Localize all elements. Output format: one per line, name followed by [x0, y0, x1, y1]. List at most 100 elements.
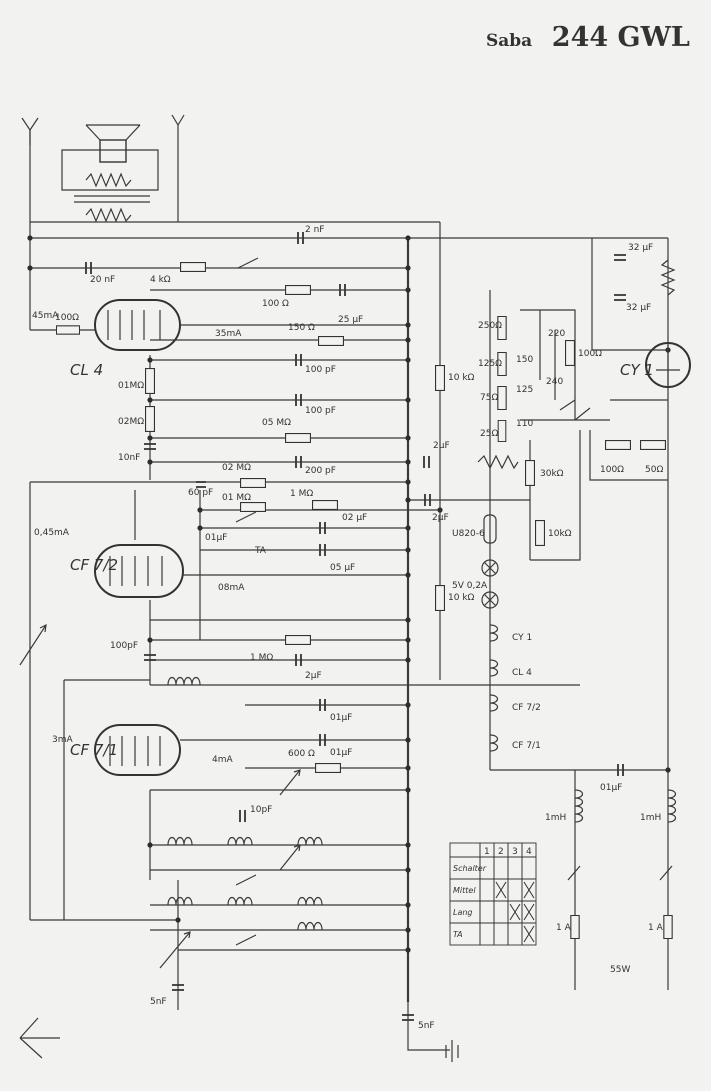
antenna-top-right: [171, 114, 185, 126]
label-power: 55W: [610, 965, 630, 975]
tube-cl4: [94, 299, 181, 351]
switch-table-row-label: Lang: [453, 908, 473, 917]
switch-table-column-4: 4: [526, 847, 532, 857]
resistors: [56, 262, 673, 939]
label-c-5nf-a: 5nF: [150, 997, 167, 1007]
label-r-125ohm: 125Ω: [478, 359, 502, 369]
label-l-1mh-b: 1mH: [640, 813, 661, 823]
label-cur-35ma: 35mA: [215, 329, 242, 339]
component-labels: 20 nF 2 nF 4 kΩ 100Ω 45mA 35mA 100 Ω 150…: [32, 225, 664, 1031]
tube-cf7-1: [94, 724, 181, 776]
switch-table-column-2: 2: [498, 847, 504, 857]
antenna-bottom: [19, 1017, 60, 1059]
capacitors: [85, 232, 626, 1021]
label-r-05mohm: 05 MΩ: [262, 418, 291, 428]
label-cur-08ma: 08mA: [218, 583, 245, 593]
output-transformer: [74, 172, 150, 223]
wiring: [29, 125, 669, 1051]
label-r-100ohm-grid: 100Ω: [55, 313, 79, 323]
label-heater-cy1: CY 1: [512, 633, 532, 643]
label-r-02mohm: 02MΩ: [118, 417, 144, 427]
label-r-75ohm: 75Ω: [480, 393, 498, 403]
label-r-600ohm: 600 Ω: [288, 749, 315, 759]
label-c-100pf-b: 100 pF: [305, 406, 336, 416]
label-c-01uf-b: 01µF: [330, 713, 352, 723]
switches: [235, 257, 673, 946]
tube-cy1: [645, 342, 691, 388]
label-fuse-1a-b: 1 A: [648, 923, 664, 933]
label-r-110: 110: [516, 419, 533, 429]
label-l-1mh-a: 1mH: [545, 813, 566, 823]
title-brand: Saba: [486, 31, 533, 51]
label-c-2uf-b: 2µF: [432, 513, 449, 523]
label-cur-4ma: 4mA: [212, 755, 233, 765]
label-r-1mohm-a: 1 MΩ: [290, 489, 313, 499]
label-lamp-v: 5V 0,2A: [452, 581, 488, 591]
label-c-05uf: 05 µF: [330, 563, 355, 573]
label-ta-a: TA: [254, 546, 267, 556]
label-r-01mohm-b: 01 MΩ: [222, 493, 251, 503]
label-r-100ohm-d: 100Ω: [600, 465, 624, 475]
label-r-240: 240: [546, 377, 563, 387]
lamps: [481, 514, 499, 609]
inductors: [167, 624, 677, 931]
junctions: [27, 235, 671, 953]
label-cur-045ma: 0,45mA: [34, 528, 70, 538]
label-c-01uf: 01µF: [205, 533, 227, 543]
label-lamp-u: U820-6: [452, 529, 485, 539]
switch-table-mark: [523, 925, 535, 943]
tube-cf7-2: [94, 544, 184, 598]
label-r-25ohm: 25Ω: [480, 429, 498, 439]
label-tube-cl4: CL 4: [70, 361, 103, 379]
label-cur-3ma: 3mA: [52, 735, 73, 745]
label-c-200pf: 200 pF: [305, 466, 336, 476]
label-heater-cl4: CL 4: [512, 668, 532, 678]
switch-table-mark: [523, 903, 535, 921]
label-c-2uf-a: 2µF: [433, 441, 450, 451]
variable-capacitors: [19, 623, 301, 969]
label-c-25uf: 25 µF: [338, 315, 363, 325]
switch-table-mark: [509, 903, 521, 921]
label-r-250ohm: 250Ω: [478, 321, 502, 331]
label-r-4kohm: 4 kΩ: [150, 275, 171, 285]
label-c-100pf-c: 100pF: [110, 641, 138, 651]
label-c-10pf: 10pF: [250, 805, 272, 815]
label-c-5nf-b: 5nF: [418, 1021, 435, 1031]
label-c-01uf-c: 01µF: [330, 748, 352, 758]
tube-labels: CL 4 CF 7/2 CF 7/1 CY 1: [70, 361, 654, 759]
label-c-32uf-b: 32 µF: [626, 303, 651, 313]
label-r-10kohm-a: 10 kΩ: [448, 373, 475, 383]
label-r-100ohm-a: 100 Ω: [262, 299, 289, 309]
label-r-100ohm-c: 100Ω: [578, 349, 602, 359]
label-r-150: 150: [516, 355, 533, 365]
speaker-icon: [85, 124, 141, 163]
label-c-2uf-c: 2µF: [305, 671, 322, 681]
label-r-10kohm-c: 10kΩ: [548, 529, 572, 539]
label-r-1mohm-b: 1 MΩ: [250, 653, 273, 663]
label-fuse-1a-a: 1 A: [556, 923, 572, 933]
label-c-01uf-d: 01µF: [600, 783, 622, 793]
switch-table-column-3: 3: [512, 847, 518, 857]
label-r-125: 125: [516, 385, 533, 395]
label-r-220: 220: [548, 329, 565, 339]
label-r-10kohm-b: 10 kΩ: [448, 593, 475, 603]
label-c-60pf: 60 pF: [188, 488, 213, 498]
diagram-title: Saba 244 GWL: [486, 22, 690, 53]
label-c-02uf: 02 µF: [342, 513, 367, 523]
label-tube-cf7-1: CF 7/1: [70, 741, 118, 759]
label-heater-cf7-1: CF 7/1: [512, 741, 541, 751]
switch-table-row-label: Schalter: [453, 864, 487, 873]
label-r-150ohm: 150 Ω: [288, 323, 315, 333]
label-r-30kohm: 30kΩ: [540, 469, 564, 479]
label-c-10nf: 10nF: [118, 453, 140, 463]
label-tube-cf7-2: CF 7/2: [70, 556, 118, 574]
label-c-100pf-a: 100 pF: [305, 365, 336, 375]
antenna-top-left: [21, 117, 39, 145]
label-r-01mohm: 01MΩ: [118, 381, 144, 391]
switch-table-column-1: 1: [484, 847, 490, 857]
title-model: 244 GWL: [551, 22, 690, 53]
switch-table-mark: [495, 881, 507, 899]
label-r-02mohm-b: 02 MΩ: [222, 463, 251, 473]
